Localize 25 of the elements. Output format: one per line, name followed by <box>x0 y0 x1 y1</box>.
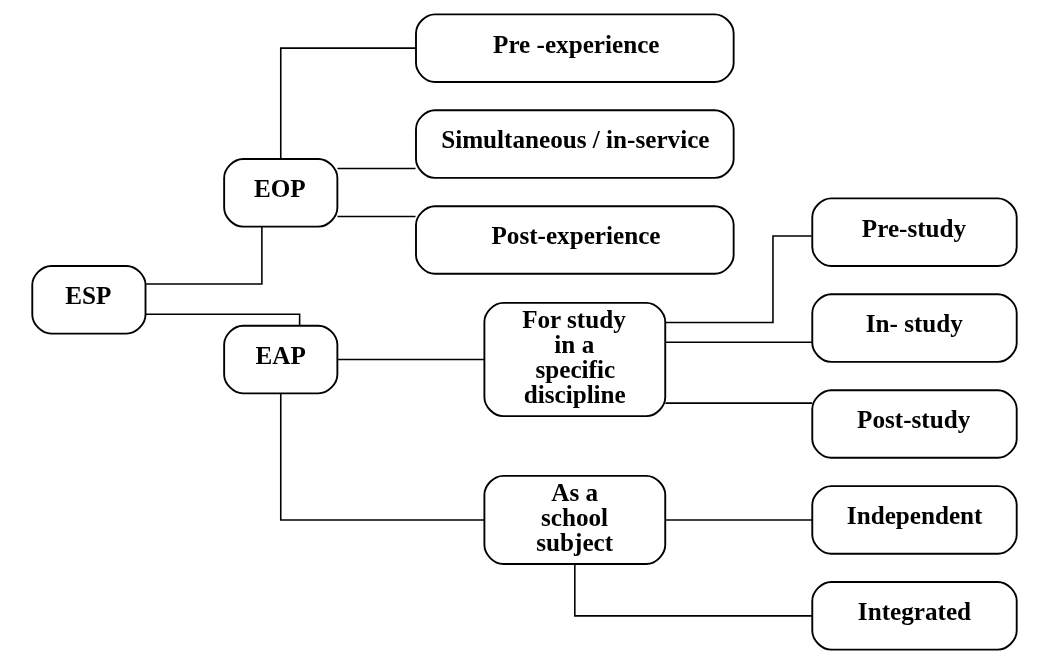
node-box: As a school subject <box>483 474 667 565</box>
node-box: In- study <box>811 293 1018 363</box>
node-box: Pre -experience <box>415 13 735 83</box>
connector <box>144 226 263 285</box>
connector <box>664 341 813 343</box>
connector <box>336 215 417 218</box>
node-box: Post-experience <box>415 205 735 275</box>
connector <box>664 519 813 521</box>
connector <box>665 235 813 324</box>
node-box: Independent <box>811 485 1018 555</box>
node-box: Integrated <box>811 581 1018 651</box>
connector <box>574 563 813 617</box>
connector <box>336 358 485 361</box>
connector <box>279 392 485 521</box>
connector <box>664 402 813 404</box>
connector <box>145 313 301 327</box>
node-box: Pre-study <box>811 197 1018 267</box>
node-box: Post-study <box>811 389 1018 459</box>
connector <box>279 47 417 160</box>
node-box: EOP <box>223 158 339 228</box>
node-box: ESP <box>31 265 147 335</box>
connector <box>336 167 417 170</box>
node-box: EAP <box>223 324 339 395</box>
node-box: Simultaneous / in-service <box>415 109 735 179</box>
node-box: For study in a specific discipline <box>483 301 667 418</box>
